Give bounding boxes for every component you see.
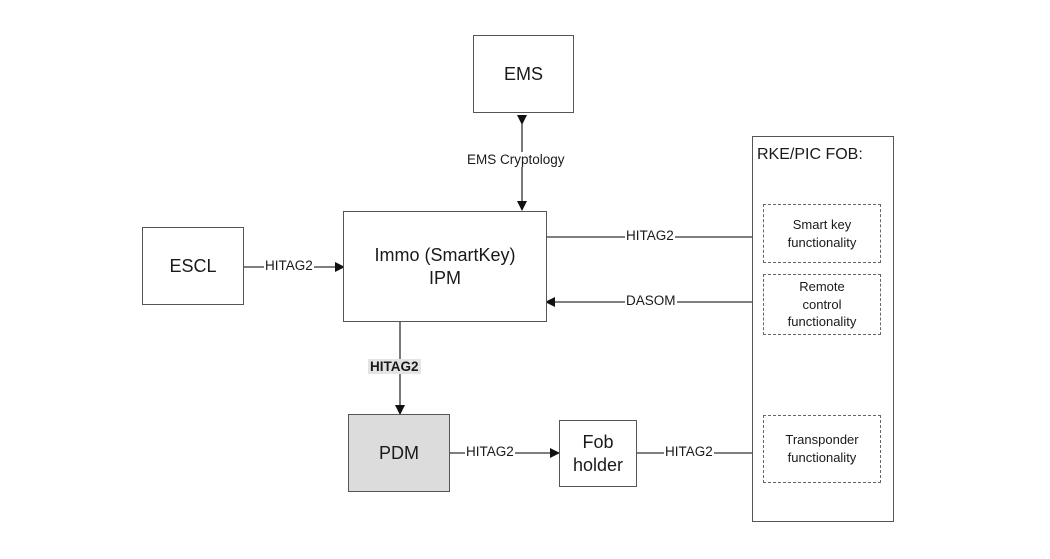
node-ems: EMS [473,35,574,113]
rke-fob-title: RKE/PIC FOB: [757,146,863,163]
function-remote-line2: control [802,296,842,312]
function-remote-line3: functionality [787,314,857,330]
node-fob-holder: Fob holder [559,420,637,487]
edge-label-smartkey-hitag2: HITAG2 [625,228,675,243]
function-transponder-line1: Transponder [785,432,859,448]
node-immo-ipm: Immo (SmartKey) IPM [343,211,547,322]
edge-label-fob-transponder-hitag2: HITAG2 [664,444,714,459]
node-fob-holder-line1: Fob [582,432,614,452]
function-remote-line1: Remote [799,279,845,295]
function-transponder-line2: functionality [787,450,857,465]
node-immo-line2: IPM [428,267,461,288]
node-fob-holder-line2: holder [572,454,624,475]
node-pdm: PDM [348,414,450,492]
node-ems-label: EMS [503,63,543,84]
function-transponder: Transponder functionality [763,415,881,483]
function-smart-key-line1: Smart key [792,216,852,232]
node-escl: ESCL [142,227,244,305]
edge-label-escl-hitag2: HITAG2 [264,258,314,273]
node-pdm-label: PDM [379,442,419,463]
function-remote-control: Remote control functionality [763,274,881,335]
edge-label-pdm-fob-hitag2: HITAG2 [465,444,515,459]
node-escl-label: ESCL [169,255,217,276]
edge-label-pdm-hitag2: HITAG2 [368,359,421,374]
function-smart-key-line2: functionality [787,234,857,250]
function-smart-key: Smart key functionality [763,204,881,263]
edge-label-dasom: DASOM [625,293,677,308]
node-immo-line1: Immo (SmartKey) [374,245,516,265]
edge-label-ems-cryptology: EMS Cryptology [466,152,566,167]
